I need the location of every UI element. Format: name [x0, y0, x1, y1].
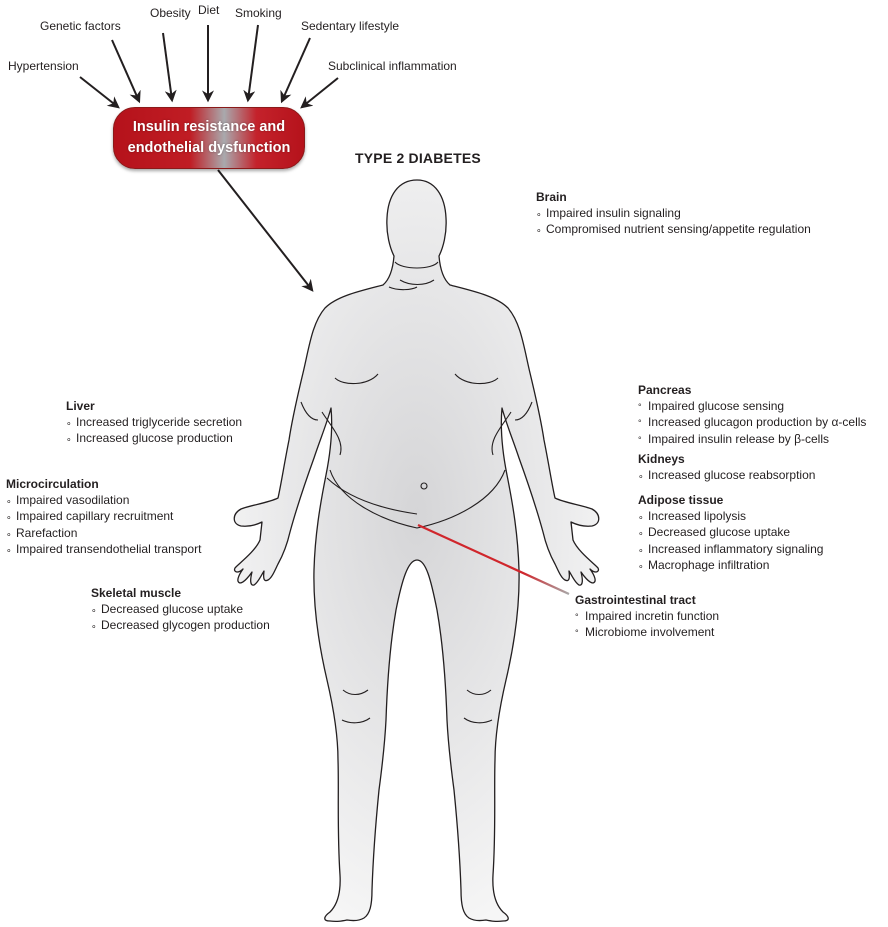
- list-item: ∘Impaired capillary recruitment: [6, 509, 201, 526]
- list-item: ∘Decreased glycogen production: [91, 618, 270, 635]
- arrow-hypertension: [80, 77, 118, 107]
- list-item: °Impaired glucose sensing: [638, 399, 866, 416]
- factor-sedentary: Sedentary lifestyle: [301, 19, 399, 33]
- list-item: ∘Macrophage infiltration: [638, 558, 823, 575]
- gi-title: Gastrointestinal tract: [575, 593, 719, 609]
- liver-title: Liver: [66, 399, 242, 415]
- list-item: ∘Increased lipolysis: [638, 509, 823, 526]
- body-outline: [234, 180, 599, 921]
- arrow-sedentary: [282, 38, 310, 101]
- diagram-title: TYPE 2 DIABETES: [355, 150, 481, 166]
- label-liver: Liver ∘Increased triglyceride secretion …: [66, 399, 242, 448]
- list-item: ∘Rarefaction: [6, 526, 201, 543]
- list-item: ∘Compromised nutrient sensing/appetite r…: [536, 222, 811, 239]
- label-gi: Gastrointestinal tract °Impaired increti…: [575, 593, 719, 642]
- arrow-to-body: [218, 170, 312, 290]
- factor-inflammation: Subclinical inflammation: [328, 59, 457, 73]
- list-item: ∘Increased triglyceride secretion: [66, 415, 242, 432]
- label-adipose: Adipose tissue ∘Increased lipolysis ∘Dec…: [638, 493, 823, 575]
- pancreas-title: Pancreas: [638, 383, 866, 399]
- list-item: ∘Impaired insulin signaling: [536, 206, 811, 223]
- list-item: °Impaired incretin function: [575, 609, 719, 626]
- factor-diet: Diet: [198, 3, 219, 17]
- factor-hypertension: Hypertension: [8, 59, 79, 73]
- arrow-smoking: [248, 25, 258, 100]
- list-item: ∘Impaired transendothelial transport: [6, 542, 201, 559]
- list-item: °Increased glucagon production by α-cell…: [638, 415, 866, 432]
- arrow-genetic: [112, 40, 139, 101]
- label-kidneys: Kidneys ∘Increased glucose reabsorption: [638, 452, 815, 484]
- human-body: [234, 180, 599, 921]
- kidneys-title: Kidneys: [638, 452, 815, 468]
- micro-title: Microcirculation: [6, 477, 201, 493]
- insulin-resistance-box: Insulin resistance and endothelial dysfu…: [113, 107, 305, 169]
- central-line2: endothelial dysfunction: [114, 138, 304, 159]
- adipose-title: Adipose tissue: [638, 493, 823, 509]
- list-item: ∘Decreased glucose uptake: [638, 525, 823, 542]
- factor-obesity: Obesity: [150, 6, 191, 20]
- list-item: ∘Increased glucose production: [66, 431, 242, 448]
- list-item: ∘Increased glucose reabsorption: [638, 468, 815, 485]
- list-item: °Impaired insulin release by β-cells: [638, 432, 866, 449]
- label-micro: Microcirculation ∘Impaired vasodilation …: [6, 477, 201, 559]
- brain-title: Brain: [536, 190, 811, 206]
- label-brain: Brain ∘Impaired insulin signaling ∘Compr…: [536, 190, 811, 239]
- list-item: ∘Increased inflammatory signaling: [638, 542, 823, 559]
- list-item: °Microbiome involvement: [575, 625, 719, 642]
- list-item: ∘Impaired vasodilation: [6, 493, 201, 510]
- arrow-inflammation: [302, 78, 338, 107]
- label-muscle: Skeletal muscle ∘Decreased glucose uptak…: [91, 586, 270, 635]
- factor-smoking: Smoking: [235, 6, 282, 20]
- arrow-obesity: [163, 33, 172, 100]
- factor-genetic: Genetic factors: [40, 19, 121, 33]
- central-line1: Insulin resistance and: [114, 117, 304, 138]
- list-item: ∘Decreased glucose uptake: [91, 602, 270, 619]
- label-pancreas: Pancreas °Impaired glucose sensing °Incr…: [638, 383, 866, 448]
- muscle-title: Skeletal muscle: [91, 586, 270, 602]
